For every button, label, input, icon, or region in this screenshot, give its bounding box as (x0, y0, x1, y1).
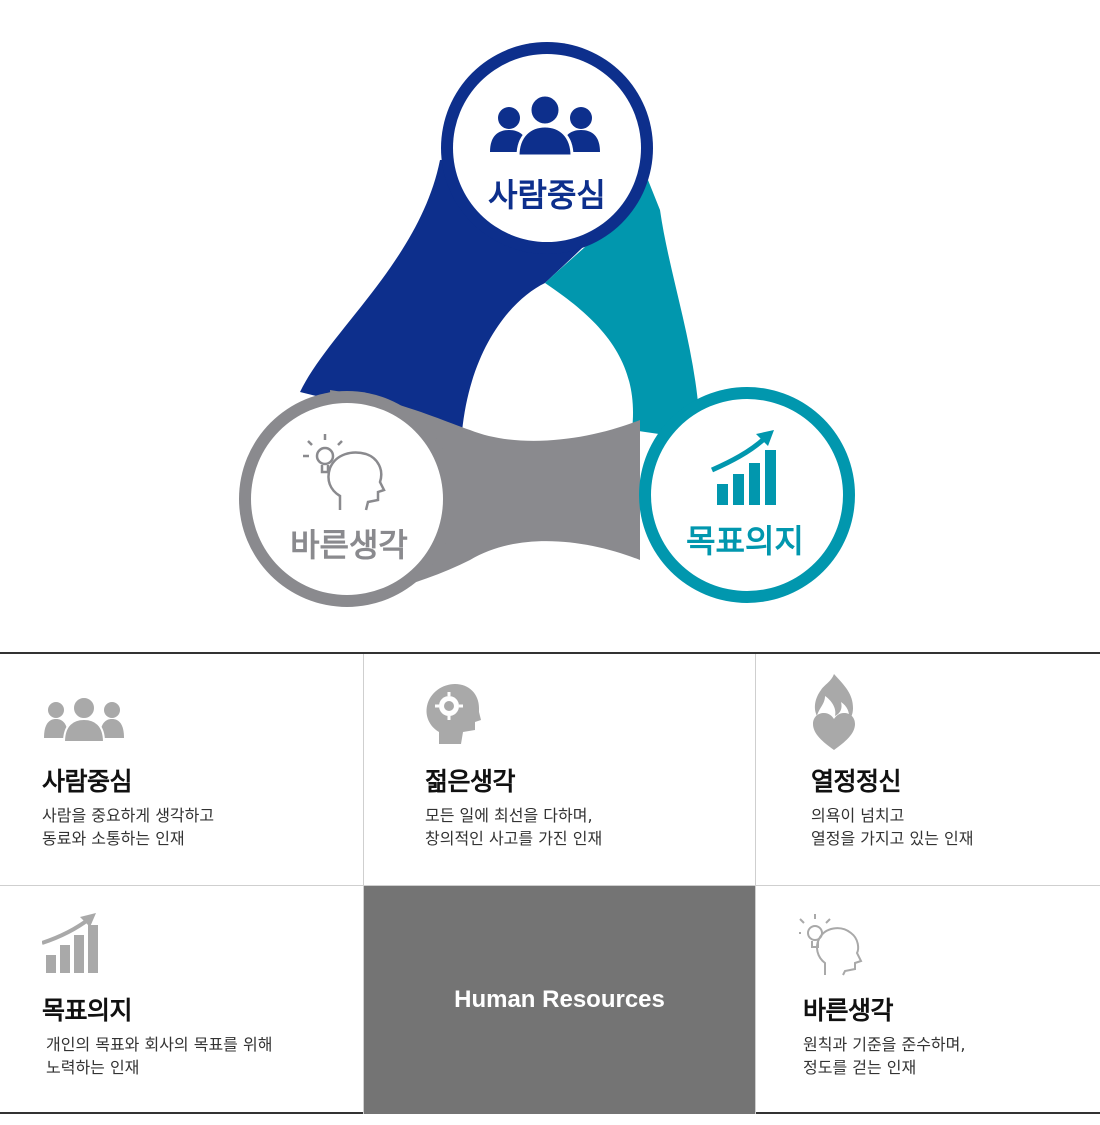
card-right-thinking: 바른생각 원칙과 기준을 준수하며,정도를 걷는 인재 (755, 885, 1100, 1114)
node-left-label: 바른생각 (290, 526, 408, 564)
ribbon-teal (545, 180, 700, 440)
card-title: 사람중심 (42, 767, 133, 796)
center-panel: Human Resources (364, 886, 755, 1114)
card-title: 목표의지 (42, 996, 133, 1025)
grid-divider (0, 885, 1100, 886)
center-label: Human Resources (454, 986, 665, 1013)
node-left-disc (251, 403, 443, 595)
card-description: 모든 일에 최선을 다하며,창의적인 사고를 가진 인재 (425, 806, 603, 848)
node-right-label: 목표의지 (686, 522, 804, 560)
flame-heart-icon (813, 674, 855, 750)
thinking-head-icon (303, 434, 386, 511)
grid-divider (363, 654, 364, 1114)
people-icon (44, 698, 124, 742)
grid-divider (755, 654, 756, 1114)
card-title: 바른생각 (803, 996, 894, 1025)
node-top-label: 사람중심 (488, 176, 606, 214)
thinking-head-icon (799, 914, 863, 976)
node-right-disc (651, 399, 843, 591)
card-title: 열정정신 (811, 767, 902, 796)
growth-chart-icon (710, 430, 776, 505)
card-young-thinking: 젊은생각 모든 일에 최선을 다하며,창의적인 사고를 가진 인재 (363, 654, 755, 885)
gear-head-icon (426, 684, 481, 744)
card-description: 원칙과 기준을 준수하며,정도를 걷는 인재 (803, 1035, 966, 1077)
people-icon (490, 93, 600, 158)
core-values-diagram: 사람중심 목표의지 바른생각 (239, 42, 855, 607)
growth-chart-icon (42, 913, 98, 973)
card-title: 젊은생각 (425, 767, 516, 796)
